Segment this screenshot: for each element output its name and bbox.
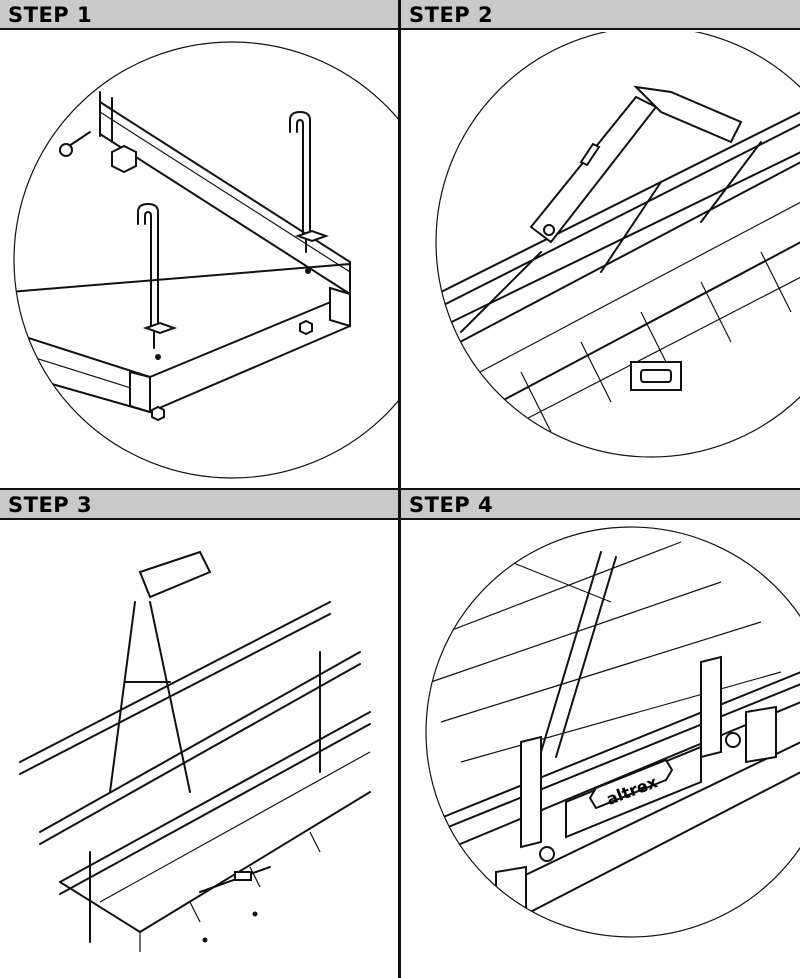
step-1-panel: STEP 1 [0,0,398,488]
step-3-panel: STEP 3 [0,490,398,978]
step-4-illustration: altrex [425,526,800,938]
step-3-illustration [19,550,371,952]
step-1-illustration [13,41,398,479]
step-4-label: STEP 4 [409,493,494,517]
step-2-label: STEP 2 [409,3,494,27]
step-3-header: STEP 3 [0,490,398,520]
step-4-header: STEP 4 [401,490,800,520]
step-1-label: STEP 1 [8,3,93,27]
step-2-header: STEP 2 [401,0,800,30]
horizontal-divider [0,488,800,490]
step-2-illustration [435,32,800,458]
step-4-panel: STEP 4 [401,490,800,978]
step-3-label: STEP 3 [8,493,93,517]
step-2-panel: STEP 2 [401,0,800,488]
step-1-header: STEP 1 [0,0,398,30]
